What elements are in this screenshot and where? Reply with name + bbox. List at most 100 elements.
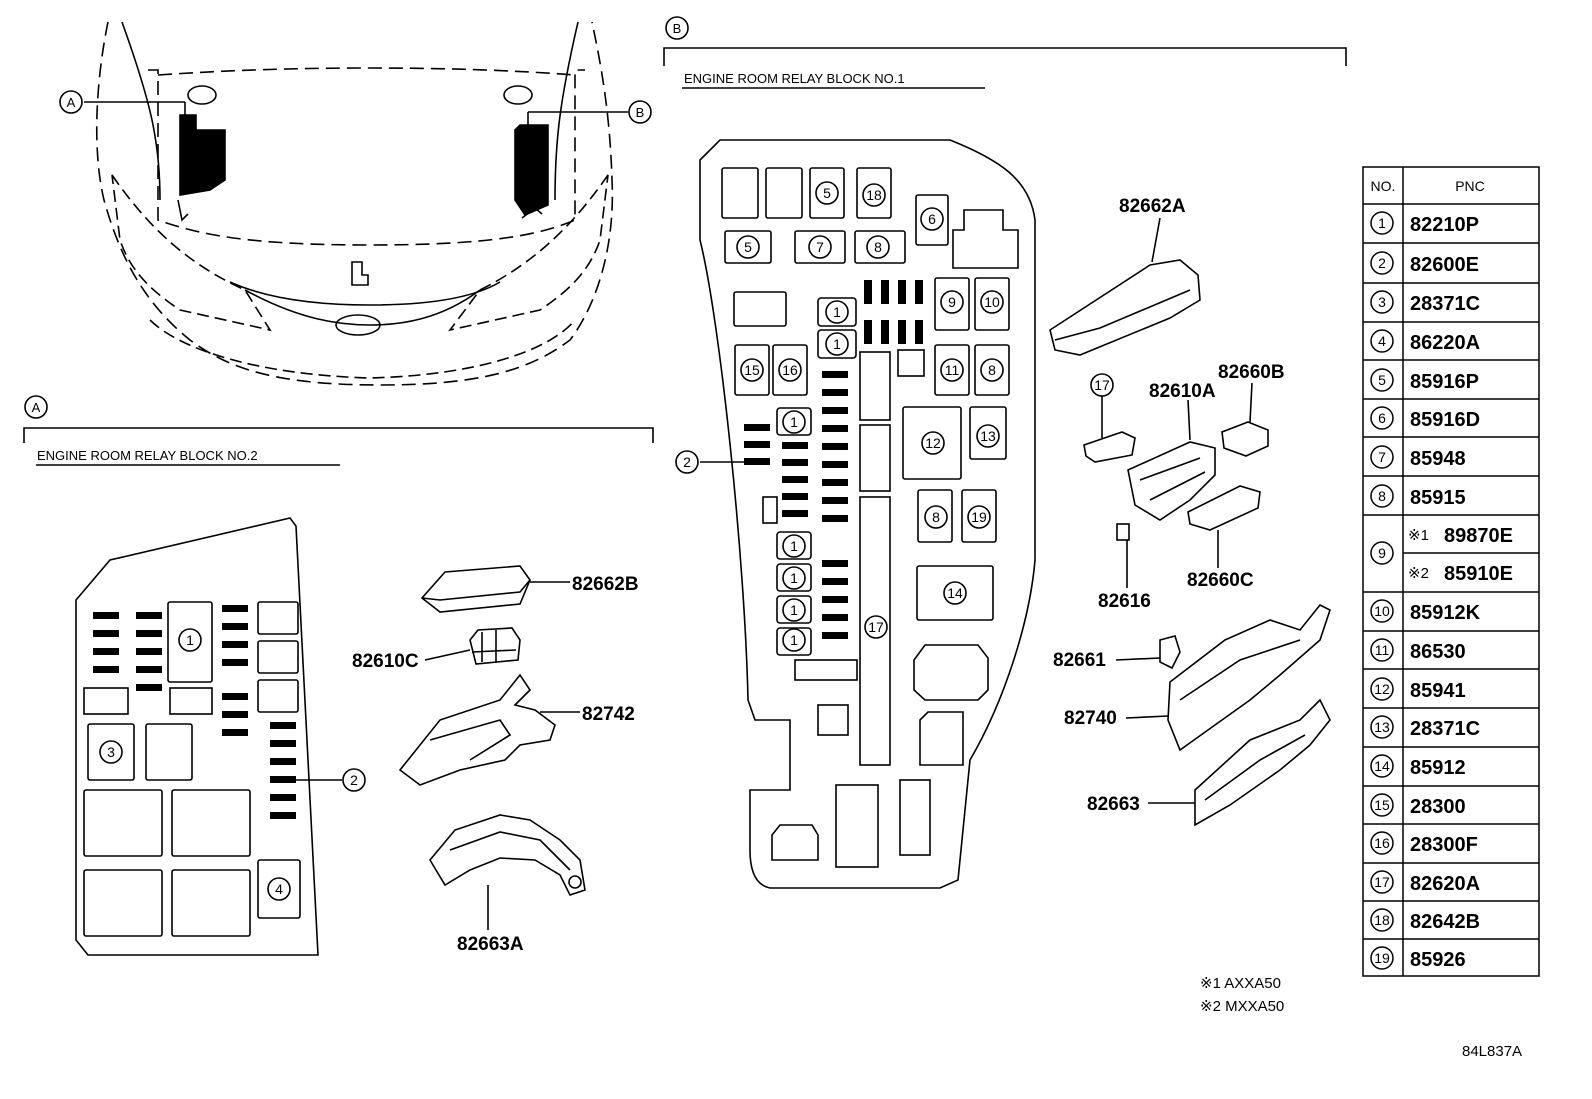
block-b-num-17a: 17 bbox=[868, 619, 884, 635]
table-row-pnc: 85948 bbox=[1410, 448, 1466, 470]
block-b-num-5a: 5 bbox=[823, 185, 831, 201]
table-row-pnc: 85912K bbox=[1410, 602, 1481, 624]
table-row-no: 9 bbox=[1378, 545, 1386, 561]
callout-a-circle bbox=[59, 90, 83, 114]
table-row-no: 5 bbox=[1378, 372, 1386, 388]
label-82661: 82661 bbox=[1053, 650, 1106, 671]
block-b-num-13: 13 bbox=[980, 428, 996, 444]
block-a-num-1: 1 bbox=[186, 632, 194, 648]
table-row-no: 13 bbox=[1374, 719, 1390, 735]
table-row-pnc: 82642B bbox=[1410, 911, 1480, 933]
block-b-num-15: 15 bbox=[744, 362, 760, 378]
table-row-no: 7 bbox=[1378, 449, 1386, 465]
vehicle-front-view bbox=[95, 21, 614, 386]
block-b-title: ENGINE ROOM RELAY BLOCK NO.1 bbox=[684, 71, 905, 86]
table-header-no: NO. bbox=[1371, 178, 1396, 194]
housing-82740 bbox=[1125, 603, 1331, 752]
block-b-num-1f: 1 bbox=[790, 602, 798, 618]
block-b-num-10: 10 bbox=[984, 294, 1000, 310]
block-b-num-1g: 1 bbox=[790, 632, 798, 648]
note-1: ※1 AXXA50 bbox=[1200, 975, 1281, 992]
section-b-circle bbox=[665, 16, 689, 40]
label-82660c: 82660C bbox=[1187, 570, 1254, 591]
table-row-mark: ※2 bbox=[1408, 565, 1429, 582]
table-row-pnc: 82620A bbox=[1410, 873, 1480, 895]
bracket-82661 bbox=[1115, 635, 1181, 670]
table-row-no: 8 bbox=[1378, 488, 1386, 504]
relay-block-b-location bbox=[514, 124, 549, 219]
table-row-pnc: 85910E bbox=[1444, 563, 1513, 585]
table-row-no: 6 bbox=[1378, 410, 1386, 426]
label-82610c: 82610C bbox=[352, 651, 419, 672]
block-b-num-6: 6 bbox=[928, 211, 936, 227]
block-b-num-14: 14 bbox=[947, 585, 963, 601]
relay-82660c bbox=[1187, 485, 1261, 568]
block-b-num-1b: 1 bbox=[833, 336, 841, 352]
table-row-no: 18 bbox=[1374, 912, 1390, 928]
block-b-num-8c: 8 bbox=[932, 509, 940, 525]
block-b-num-1a: 1 bbox=[833, 304, 841, 320]
table-row-no: 17 bbox=[1374, 874, 1390, 890]
relay-82610c bbox=[424, 627, 521, 665]
table-row-no: 14 bbox=[1374, 758, 1390, 774]
table-row-pnc: 28300F bbox=[1410, 834, 1478, 856]
block-b-num-11: 11 bbox=[945, 362, 960, 378]
section-a-label: A bbox=[32, 400, 41, 415]
block-b-num-1e: 1 bbox=[790, 570, 798, 586]
table-row-pnc: 85912 bbox=[1410, 757, 1466, 779]
relay-block-no1-outline bbox=[699, 139, 1036, 889]
block-b-num-19: 19 bbox=[971, 509, 987, 525]
relay-block-a-location bbox=[177, 114, 226, 222]
block-b-num-5b: 5 bbox=[744, 239, 752, 255]
table-row-pnc: 85941 bbox=[1410, 680, 1466, 702]
block-a-num-2: 2 bbox=[350, 772, 358, 788]
table-row-pnc: 28371C bbox=[1410, 293, 1480, 315]
table-row-no: 19 bbox=[1374, 950, 1390, 966]
terminal-82616 bbox=[1116, 523, 1130, 588]
block-b-num-12: 12 bbox=[925, 435, 941, 451]
callout-a-label: A bbox=[67, 95, 76, 110]
table-row-pnc: 85916D bbox=[1410, 409, 1480, 431]
label-82663: 82663 bbox=[1087, 794, 1140, 815]
table-row-pnc: 82210P bbox=[1410, 214, 1479, 236]
table-row-pnc: 82600E bbox=[1410, 254, 1479, 276]
label-82616: 82616 bbox=[1098, 591, 1151, 612]
block-b-num-8a: 8 bbox=[874, 239, 882, 255]
label-82660b: 82660B bbox=[1218, 362, 1285, 383]
figure-code: 84L837A bbox=[1462, 1043, 1522, 1060]
callout-b-label: B bbox=[636, 105, 645, 120]
block-b-num-18: 18 bbox=[866, 187, 882, 203]
table-row-no: 4 bbox=[1378, 333, 1386, 349]
block-a-num-4: 4 bbox=[275, 881, 283, 897]
bracket-82620a bbox=[1083, 373, 1136, 463]
label-82610a: 82610A bbox=[1149, 381, 1216, 402]
section-b-label: B bbox=[673, 21, 682, 36]
callout-b-circle bbox=[628, 100, 652, 124]
table-row-pnc: 85915 bbox=[1410, 487, 1466, 509]
cover-82663 bbox=[1148, 698, 1331, 827]
table-row-pnc: 86220A bbox=[1410, 332, 1480, 354]
cover-82662b bbox=[420, 565, 570, 613]
table-row-pnc: 28371C bbox=[1410, 718, 1480, 740]
section-a-circle bbox=[24, 395, 48, 419]
table-row-no: 2 bbox=[1378, 255, 1386, 271]
block-b-num-9: 9 bbox=[948, 294, 956, 310]
block-b-num-7: 7 bbox=[816, 239, 824, 255]
table-row-mark: ※1 bbox=[1408, 527, 1429, 544]
block-b-num-17b: 17 bbox=[1094, 377, 1110, 393]
cover-82662a bbox=[1049, 217, 1201, 356]
block-b-num-1c: 1 bbox=[790, 414, 798, 430]
block-a-num-3: 3 bbox=[107, 744, 115, 760]
block-b-num-16: 16 bbox=[782, 362, 798, 378]
table-row-no: 11 bbox=[1375, 642, 1390, 658]
table-row-pnc: 85926 bbox=[1410, 949, 1466, 971]
housing-82663a bbox=[429, 814, 586, 930]
table-row-pnc: 28300 bbox=[1410, 796, 1466, 818]
table-row-no: 15 bbox=[1374, 797, 1390, 813]
parts-table bbox=[1362, 166, 1540, 977]
table-row-pnc: 89870E bbox=[1444, 525, 1513, 547]
label-82663a: 82663A bbox=[457, 934, 524, 955]
relay-block-82610a bbox=[1127, 399, 1216, 521]
bracket-82742 bbox=[398, 673, 580, 786]
